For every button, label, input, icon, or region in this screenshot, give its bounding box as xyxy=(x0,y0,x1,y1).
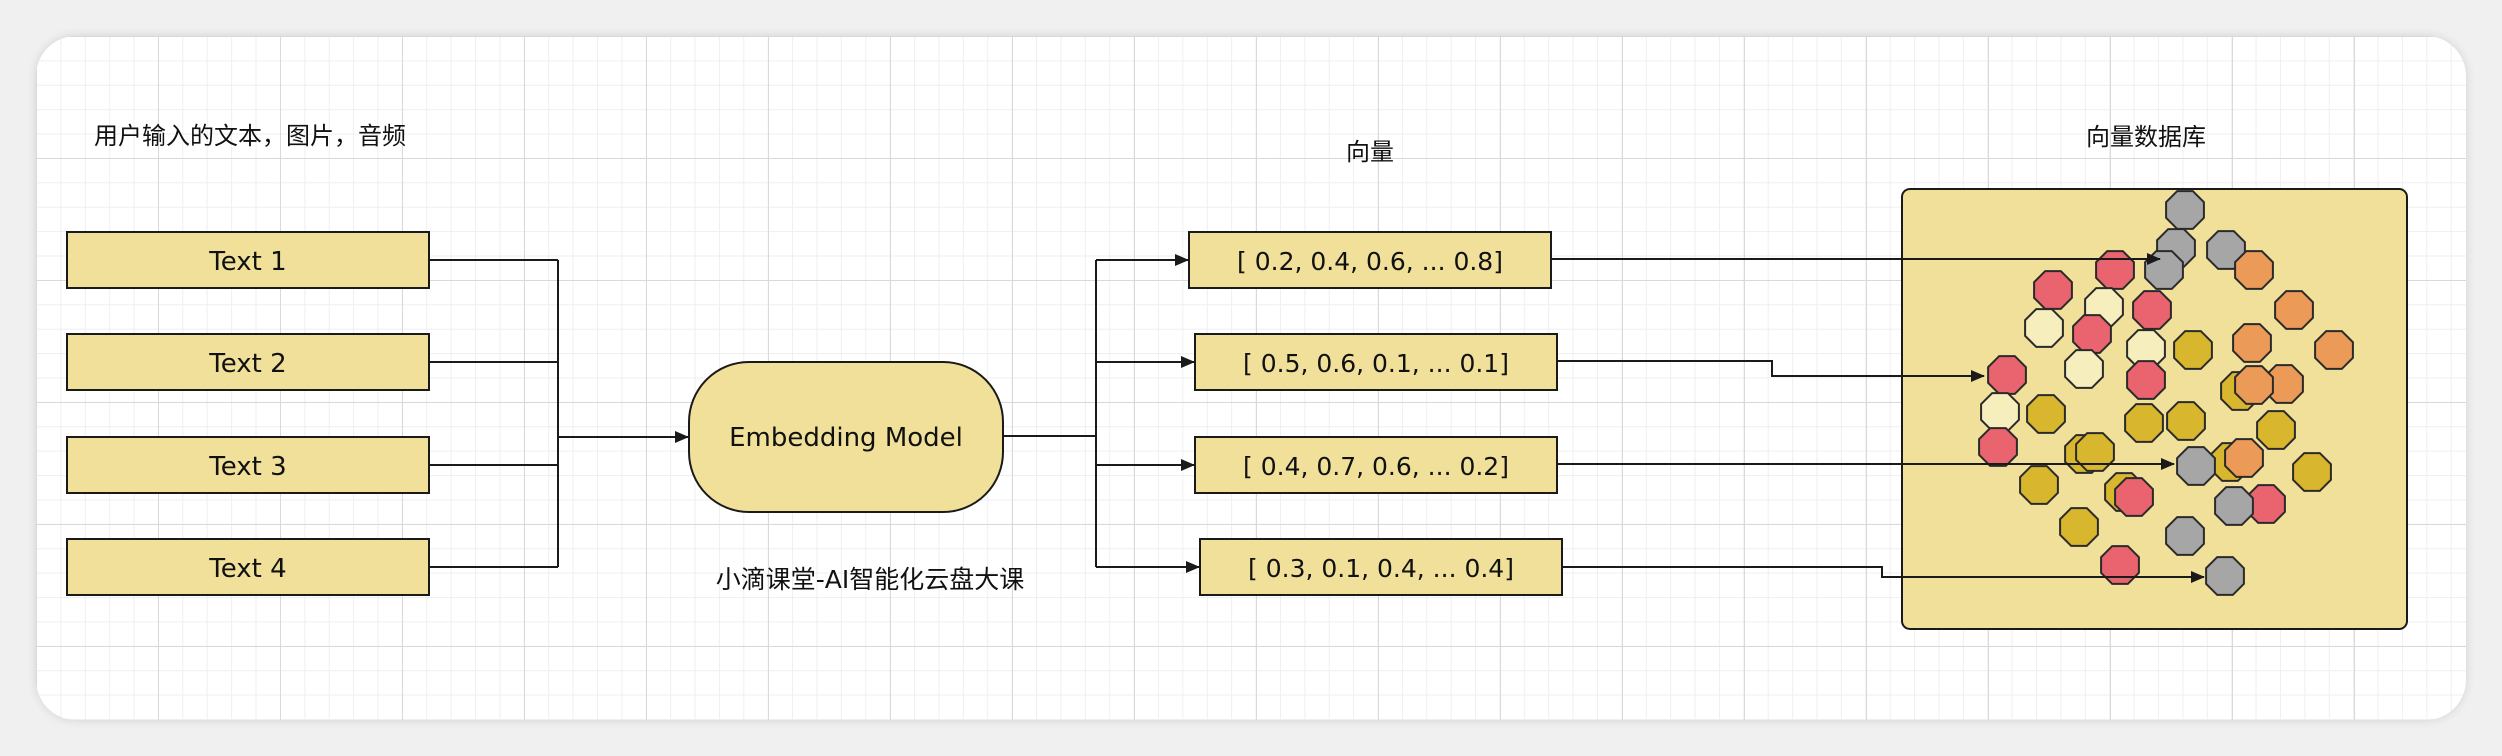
database-point xyxy=(2165,516,2205,556)
input-box-2-label: Text 2 xyxy=(208,349,286,379)
vector-box-4-label: [ 0.3, 0.1, 0.4, ... 0.4] xyxy=(1248,554,1514,583)
database-point xyxy=(2214,486,2254,526)
vector-box-1: [ 0.2, 0.4, 0.6, ... 0.8] xyxy=(1188,231,1552,289)
input-box-1: Text 1 xyxy=(66,231,430,289)
arrow-to-db-2 xyxy=(1557,360,1985,382)
input-connectors xyxy=(429,259,559,568)
vector-box-3: [ 0.4, 0.7, 0.6, ... 0.2] xyxy=(1194,436,1558,494)
database-point xyxy=(2019,465,2059,505)
database-point xyxy=(2224,438,2264,478)
database-point xyxy=(1987,355,2027,395)
vector-box-2-label: [ 0.5, 0.6, 0.1, ... 0.1] xyxy=(1243,349,1509,378)
database-point xyxy=(2176,446,2216,486)
db-caption: 向量数据库 xyxy=(2086,123,2206,151)
input-caption: 用户输入的文本，图片，音频 xyxy=(94,122,406,150)
database-point xyxy=(2100,545,2140,585)
database-point xyxy=(2274,290,2314,330)
input-box-4: Text 4 xyxy=(66,538,430,596)
database-point xyxy=(2033,270,2073,310)
database-point xyxy=(2026,394,2066,434)
database-point xyxy=(2206,230,2246,270)
database-point xyxy=(2114,477,2154,517)
database-point xyxy=(2292,452,2332,492)
database-point xyxy=(2126,360,2166,400)
input-box-3-label: Text 3 xyxy=(208,452,286,482)
database-point xyxy=(2124,403,2164,443)
database-point xyxy=(2165,190,2205,230)
vector-caption: 向量 xyxy=(1346,138,1394,166)
vector-box-1-label: [ 0.2, 0.4, 0.6, ... 0.8] xyxy=(1237,247,1503,276)
database-point xyxy=(1978,427,2018,467)
database-point xyxy=(2024,308,2064,348)
embedding-model-label: Embedding Model xyxy=(729,423,963,453)
database-point xyxy=(2132,290,2172,330)
arrow-to-db-4 xyxy=(1562,566,2205,583)
database-point xyxy=(2166,401,2206,441)
vector-box-4: [ 0.3, 0.1, 0.4, ... 0.4] xyxy=(1199,538,1563,596)
input-box-1-label: Text 1 xyxy=(208,247,286,277)
database-point xyxy=(2173,330,2213,370)
database-point xyxy=(2144,250,2184,290)
database-point xyxy=(2234,250,2274,290)
database-point xyxy=(2095,250,2135,290)
watermark-label: 小滴课堂-AI智能化云盘大课 xyxy=(716,565,1025,594)
embedding-model: Embedding Model xyxy=(688,361,1004,513)
database-point xyxy=(1980,392,2020,432)
database-point xyxy=(2072,314,2112,354)
database-point xyxy=(2234,365,2274,405)
database-point xyxy=(2075,432,2115,472)
database-point xyxy=(2256,410,2296,450)
vector-box-2: [ 0.5, 0.6, 0.1, ... 0.1] xyxy=(1194,333,1558,391)
input-box-2: Text 2 xyxy=(66,333,430,391)
database-point xyxy=(2059,507,2099,547)
vector-box-3-label: [ 0.4, 0.7, 0.6, ... 0.2] xyxy=(1243,452,1509,481)
database-point xyxy=(2205,556,2245,596)
database-point xyxy=(2314,330,2354,370)
database-point xyxy=(2232,323,2272,363)
input-box-3: Text 3 xyxy=(66,436,430,494)
database-point xyxy=(2064,349,2104,389)
input-box-4-label: Text 4 xyxy=(208,554,286,584)
output-connectors xyxy=(1003,260,1097,567)
